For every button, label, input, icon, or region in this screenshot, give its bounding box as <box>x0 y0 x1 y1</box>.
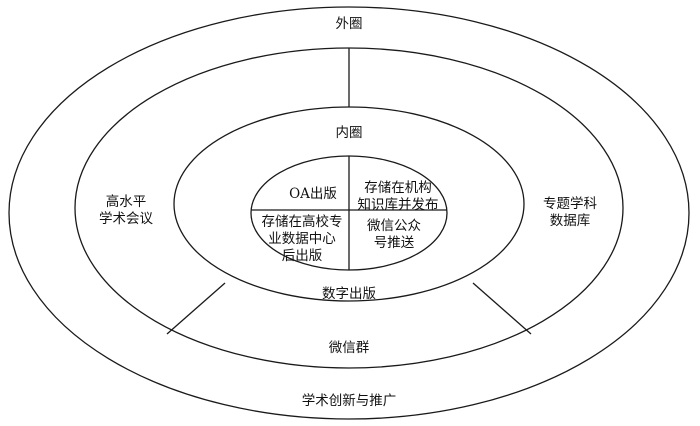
core-bottom-right-line-2: 号推送 <box>373 235 415 251</box>
core-bottom-left-label: 存储在高校专 业数据中心 后出版 <box>254 214 350 265</box>
core-top-right-line-2: 知识库并发布 <box>357 197 439 213</box>
core-top-right-label: 存储在机构 知识库并发布 <box>352 180 444 214</box>
segment-right-label: 专题学科 数据库 <box>525 196 615 230</box>
segment-bottom-label: 微信群 <box>328 340 370 356</box>
segment-left-label: 高水平 学术会议 <box>86 194 166 228</box>
segment-left-line-1: 高水平 <box>105 194 147 210</box>
core-bottom-left-line-2: 业数据中心 <box>268 231 336 247</box>
outer-band-bottom-label: 学术创新与推广 <box>301 393 397 409</box>
inner-ring-label: 内圈 <box>335 125 363 141</box>
core-top-left-label: OA出版 <box>289 186 337 202</box>
segment-right-line-1: 专题学科 <box>543 196 597 212</box>
core-top-right-line-1: 存储在机构 <box>364 180 432 196</box>
core-bottom-right-line-1: 微信公众 <box>367 218 421 234</box>
core-bottom-right-label: 微信公众 号推送 <box>354 218 434 252</box>
inner-ring-bottom-label: 数字出版 <box>322 286 376 302</box>
lower-right-divider-line <box>472 282 532 335</box>
segment-left-line-2: 学术会议 <box>99 211 153 227</box>
core-bottom-left-line-1: 存储在高校专 <box>261 214 343 230</box>
outer-ring-ellipse <box>8 6 690 420</box>
lower-left-divider-line <box>166 282 226 335</box>
segment-right-line-2: 数据库 <box>549 213 591 229</box>
core-bottom-left-line-3: 后出版 <box>281 248 323 264</box>
outer-ring-label: 外圈 <box>335 16 363 32</box>
